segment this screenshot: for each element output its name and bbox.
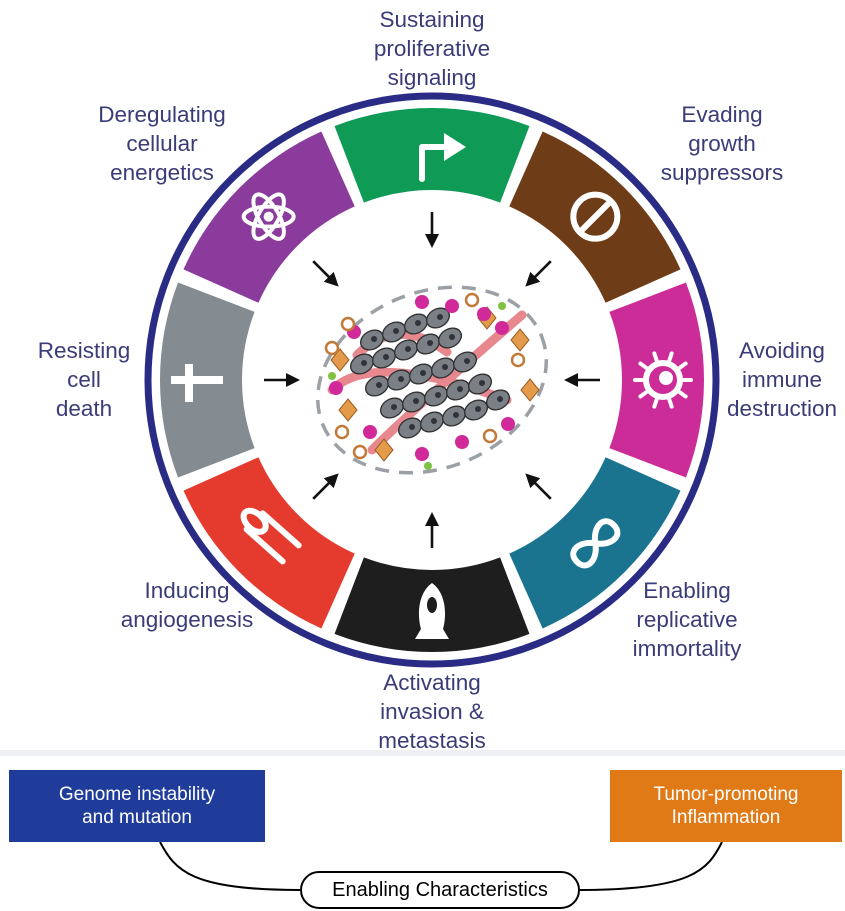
panel-divider — [0, 750, 845, 756]
segment-sustaining — [334, 108, 530, 203]
prohibition-icon — [570, 191, 621, 242]
genome-instability-box: Genome instability and mutation — [9, 770, 265, 842]
segment-angiogenesis — [183, 457, 355, 629]
connector-left — [159, 841, 301, 891]
infinity-icon — [570, 518, 621, 569]
segment-immune — [609, 282, 705, 478]
enabling-characteristics-label: Enabling Characteristics — [300, 871, 580, 909]
blood-vessel-icon — [240, 507, 302, 565]
tumor-illustration — [315, 285, 549, 475]
cross-icon — [171, 364, 223, 402]
immune-cell-icon — [633, 351, 693, 409]
tumor-inflammation-box: Tumor-promoting Inflammation — [610, 770, 842, 842]
turn-arrow-icon — [419, 133, 466, 182]
rocket-icon — [415, 583, 449, 639]
connector-lines — [159, 841, 723, 891]
connector-right — [579, 841, 723, 891]
